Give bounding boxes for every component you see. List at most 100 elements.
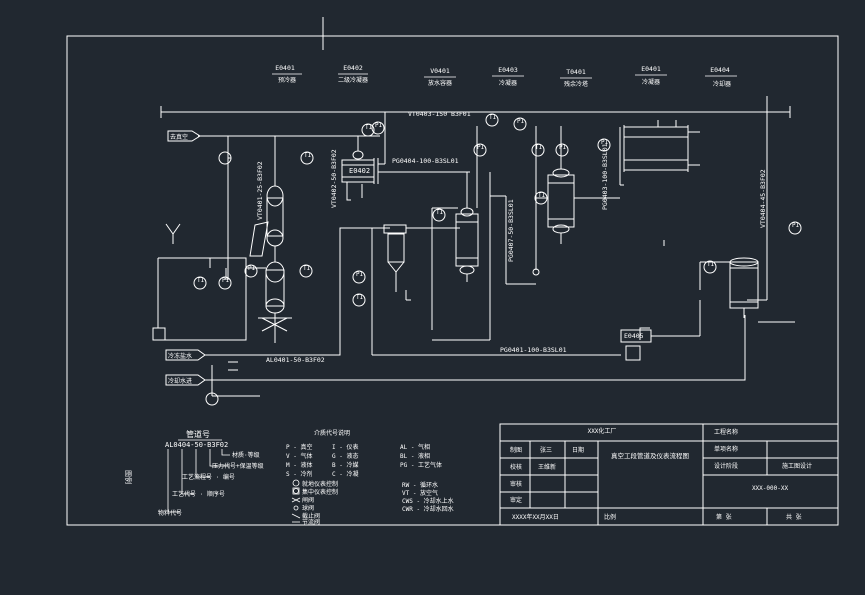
legend-entry: AL - 气相 bbox=[400, 443, 430, 451]
instrument-label: TI bbox=[538, 192, 546, 199]
pipe-label-header: VT0403-150 B3F01 bbox=[408, 110, 471, 118]
legend-symbol-label: 集中仪表控制 bbox=[302, 488, 338, 496]
equipment-tag: V0401 bbox=[430, 67, 450, 75]
legend-symbol-label: 闸阀 bbox=[302, 496, 314, 504]
instrument-label-list: TI PI PI TI TI PI TI PI TI TI TI PI PI T… bbox=[197, 114, 800, 301]
legend-medium-col3: AL - 气相 BL - 液相 PG - 工艺气体 bbox=[400, 443, 442, 469]
equipment-name: 冷凝器 bbox=[499, 79, 517, 87]
vacuum-outlet-arrow bbox=[167, 130, 201, 142]
title-scale-label: 比例 bbox=[604, 513, 616, 521]
legend-symbol-label: 截止阀 bbox=[302, 512, 320, 520]
title-row-label: 审核 bbox=[510, 480, 522, 488]
column-t0401 bbox=[547, 174, 575, 228]
instrument-label: TI bbox=[436, 209, 444, 216]
instrument-label: PI bbox=[248, 265, 256, 272]
title-row-value: 王维新 bbox=[538, 463, 556, 471]
title-subitem: 单项名称 bbox=[714, 445, 738, 453]
equipment-tag: E0404 bbox=[710, 66, 730, 74]
instrument-label: PI bbox=[792, 222, 800, 229]
legend-medium-col2: I - 仪表 G - 液态 B - 冷媒 C - 冷凝 bbox=[332, 443, 358, 478]
instrument-label: PI bbox=[477, 144, 485, 151]
cooler-e0404 bbox=[729, 261, 759, 309]
title-row-label: 制图 bbox=[510, 446, 522, 454]
instrument-label: TI bbox=[197, 277, 205, 284]
equipment-name: 二级冷凝器 bbox=[338, 76, 368, 84]
title-sheet: 第 张 bbox=[716, 513, 732, 521]
legend-entry: C - 冷凝 bbox=[332, 470, 358, 478]
title-stage: 设计阶段 bbox=[714, 462, 738, 470]
instrument-label: PI bbox=[356, 271, 364, 278]
instrument-label: TI bbox=[365, 124, 373, 131]
equipment-name: 预冷器 bbox=[278, 76, 296, 84]
title-drawing-name: 真空工段管道及仪表流程图 bbox=[611, 451, 689, 460]
legend-medium-col4: RW - 循环水 VT - 放空气 CWS - 冷却水上水 CWR - 冷却水回… bbox=[402, 481, 454, 513]
pipe-label-pg0404: PG0404-100-B3SL01 bbox=[392, 157, 459, 165]
legend-pipe-code-header: 管道号 bbox=[186, 429, 210, 439]
equipment-name: 冷却器 bbox=[713, 80, 731, 88]
pipe-label-vt0402: VT0402-50-B3F02 bbox=[330, 149, 338, 208]
legend-pipe-note: 材质·等级 bbox=[232, 451, 260, 459]
legend-entry: B - 冷媒 bbox=[332, 461, 358, 469]
pipe-label-vt0404: VT0404-45-B3F02 bbox=[759, 169, 767, 228]
equipment-name: 放水容器 bbox=[428, 79, 452, 87]
receiver-vessel-lower bbox=[265, 269, 285, 307]
instrument-label: PI bbox=[601, 139, 609, 146]
legend-entry: V - 气体 bbox=[286, 452, 312, 460]
field-box bbox=[152, 327, 166, 341]
legend-pipe-note: 物料代号 bbox=[158, 509, 182, 517]
equipment-label-list: E0401 预冷器 E0402 二级冷凝器 V0401 放水容器 E0403 冷… bbox=[275, 64, 731, 88]
equipment-name: 冷凝器 bbox=[642, 78, 660, 86]
legend-entry: G - 液态 bbox=[332, 452, 358, 460]
legend-symbol-label: 球阀 bbox=[302, 504, 314, 512]
legend-medium-header: 介质代号说明 bbox=[314, 429, 350, 437]
legend-entry: RW - 循环水 bbox=[402, 481, 438, 489]
legend-entry: M - 液体 bbox=[286, 461, 312, 469]
title-stage-value: 施工图设计 bbox=[782, 462, 812, 470]
instrument-label: TI bbox=[356, 294, 364, 301]
instrument-label: TI bbox=[304, 152, 312, 159]
legend-entry: BL - 液相 bbox=[400, 452, 430, 460]
legend-entry: I - 仪表 bbox=[332, 443, 358, 451]
instrument-label: TI bbox=[707, 261, 715, 268]
pipe-label-vt0401: VT0401-25-B3F02 bbox=[256, 161, 264, 220]
title-total: 共 张 bbox=[786, 513, 802, 521]
instrument-label: TI bbox=[303, 265, 311, 272]
brine-inlet-arrow bbox=[165, 349, 206, 361]
title-date-label: 日期 bbox=[572, 446, 584, 454]
pipe-label-pg0407: PG0407-50-B3SL01 bbox=[507, 199, 515, 262]
instrument-label: PI bbox=[517, 118, 525, 125]
instrument-label: PI bbox=[375, 122, 383, 129]
legend-side-title: 图例 bbox=[124, 470, 133, 484]
arrow-label-brine: 冷冻盐水 bbox=[168, 352, 192, 360]
legend-pipe-note: 工艺流程号 · 编号 bbox=[182, 473, 235, 481]
legend-pipe-code-example: AL0404-50-B3F02 bbox=[165, 441, 228, 449]
legend-entry: CWS - 冷却水上水 bbox=[402, 497, 454, 505]
equipment-tag: E0403 bbox=[498, 66, 518, 74]
receiver-vessel-upper bbox=[266, 197, 284, 237]
legend-medium-col1: P - 真空 V - 气体 M - 液体 S - 冷剂 bbox=[286, 443, 312, 478]
legend-symbol-label: 节流阀 bbox=[302, 518, 320, 526]
equipment-name: 残余冷塔 bbox=[564, 80, 588, 88]
title-row-value: 张三 bbox=[540, 446, 552, 454]
legend-symbol-label: 就地仪表控制 bbox=[302, 480, 338, 488]
arrow-label-vacuum: 去真空 bbox=[170, 133, 188, 141]
title-row-label: 校核 bbox=[510, 463, 522, 471]
cooler-e0401 bbox=[623, 126, 689, 138]
title-row-label: 审定 bbox=[510, 496, 522, 504]
instrument-label: TI bbox=[535, 144, 543, 151]
title-project: 工程名称 bbox=[714, 428, 738, 436]
vessel-tag-e0405: E0405 bbox=[624, 332, 644, 340]
pipe-label-pg0401: PG0401-100-B3SL01 bbox=[500, 346, 567, 354]
instrument-label: PI bbox=[559, 144, 567, 151]
legend-entry: S - 冷剂 bbox=[286, 470, 312, 478]
vessel-tag-e0402: E0402 bbox=[349, 167, 370, 175]
cooling-water-inlet-arrow bbox=[165, 374, 206, 386]
drawing-frame bbox=[66, 35, 839, 526]
title-date-value: XXXX年XX月XX日 bbox=[512, 513, 559, 521]
equipment-tag: E0401 bbox=[641, 65, 661, 73]
pipe-label-al0401: AL0401-50-B3F02 bbox=[266, 356, 325, 364]
arrow-label-water: 冷却水进 bbox=[168, 377, 192, 385]
equipment-tag: E0402 bbox=[343, 64, 363, 72]
title-block bbox=[499, 423, 839, 526]
